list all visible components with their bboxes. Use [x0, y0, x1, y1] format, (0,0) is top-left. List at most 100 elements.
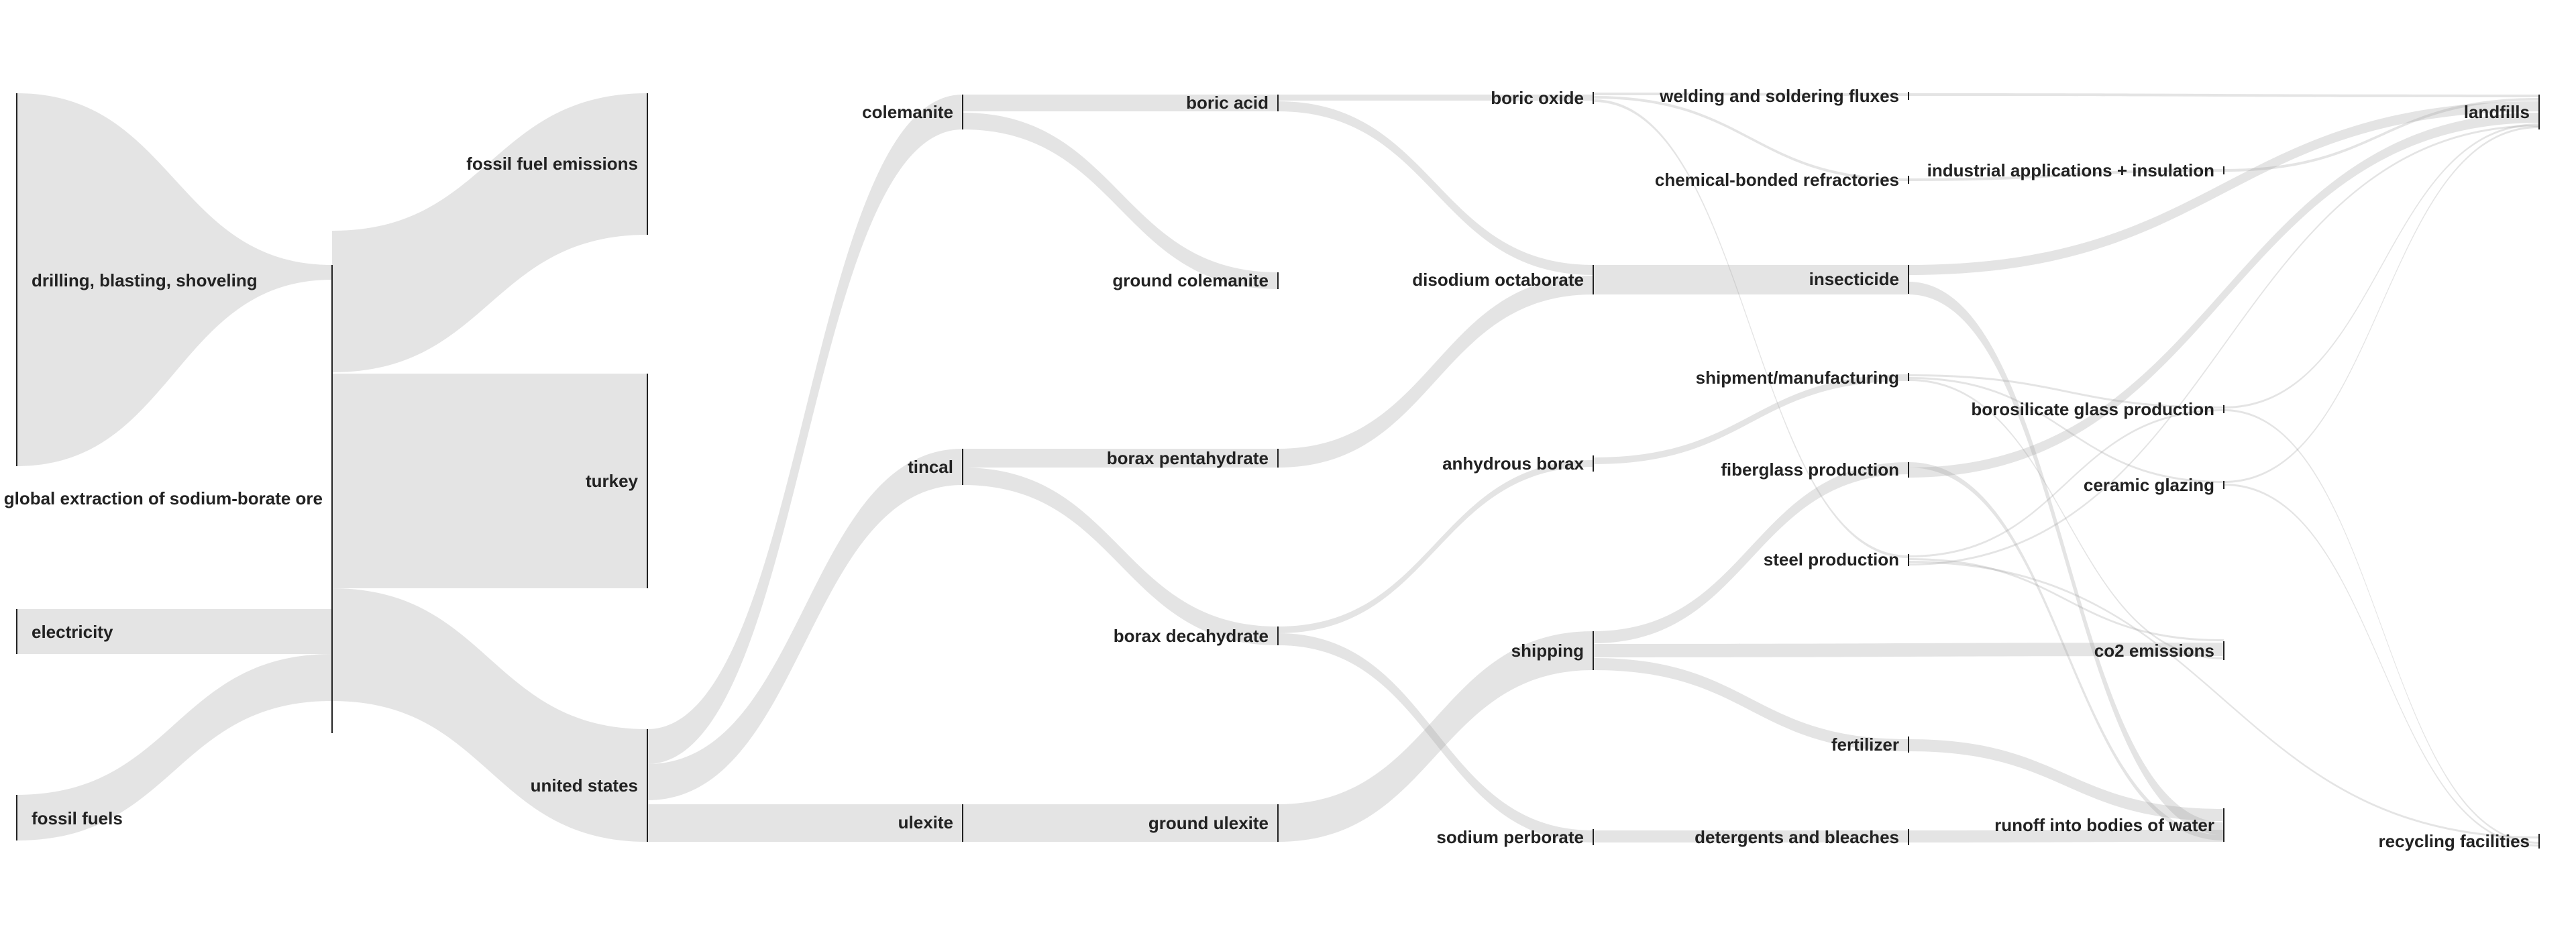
node-co2: co2 emissions — [2094, 641, 2224, 661]
node-label-runoff: runoff into bodies of water — [1994, 815, 2214, 835]
link-industrial-to-landfills — [2224, 98, 2539, 172]
node-bar-runoff — [2223, 808, 2224, 842]
node-bar-disodium — [1593, 265, 1594, 294]
node-bar-steel — [1908, 554, 1909, 566]
node-colemanite: colemanite — [862, 95, 963, 129]
node-label-electricity: electricity — [32, 622, 113, 642]
link-us-to-ulexite — [647, 804, 963, 842]
sankey-nodes: drilling, blasting, shovelingelectricity… — [4, 86, 2540, 851]
node-label-insecticide: insecticide — [1809, 269, 1899, 289]
link-boric_oxide-to-steel — [1593, 99, 1909, 558]
node-shipment-mfg: shipment/manufacturing — [1696, 368, 1909, 388]
link-shipment_mfg-to-ceramic — [1909, 377, 2224, 483]
node-detergents: detergents and bleaches — [1695, 827, 1909, 847]
node-bar-detergents — [1908, 829, 1909, 845]
node-bar-recycling — [2538, 834, 2540, 849]
node-bar-fossil-emissions — [647, 93, 648, 235]
node-tincal: tincal — [908, 449, 963, 485]
node-label-steel: steel production — [1764, 549, 1899, 569]
node-bar-ceramic — [2223, 481, 2224, 489]
node-label-fiberglass: fiberglass production — [1721, 459, 1899, 480]
node-boric-oxide: boric oxide — [1491, 88, 1594, 108]
node-label-shipping: shipping — [1511, 641, 1584, 661]
link-anhydrous-to-shipment_mfg — [1593, 374, 1909, 464]
link-steel-to-landfills — [1909, 125, 2539, 565]
node-label-disodium: disodium octaborate — [1412, 270, 1584, 290]
link-insecticide-to-runoff — [1909, 282, 2224, 835]
node-electricity: electricity — [16, 609, 113, 654]
node-label-global: global extraction of sodium-borate ore — [4, 488, 323, 508]
link-colemanite-to-ground_colemanite — [963, 113, 1278, 289]
node-bar-boric-oxide — [1593, 92, 1594, 104]
node-bar-drilling — [16, 93, 17, 466]
link-ceramic-to-landfills — [2224, 126, 2539, 483]
node-bar-shipping — [1593, 631, 1594, 670]
node-bar-ulexite — [962, 804, 963, 842]
link-global-to-turkey — [332, 374, 647, 588]
node-label-ulexite: ulexite — [898, 812, 953, 832]
node-label-turkey: turkey — [586, 471, 639, 491]
link-global-to-us — [332, 588, 647, 842]
link-borosilicate-to-landfills — [2224, 123, 2539, 409]
node-label-recycling: recycling facilities — [2379, 831, 2530, 851]
node-label-borosilicate: borosilicate glass production — [1971, 399, 2214, 419]
node-label-co2: co2 emissions — [2094, 641, 2214, 661]
node-label-industrial: industrial applications + insulation — [1927, 160, 2214, 180]
link-perborate-to-detergents — [1593, 830, 1909, 842]
node-label-us: united states — [531, 775, 638, 796]
node-borax-deca: borax decahydrate — [1114, 626, 1279, 646]
node-bar-tincal — [962, 449, 963, 485]
node-runoff: runoff into bodies of water — [1994, 808, 2224, 842]
node-bar-ground-colemanite — [1277, 272, 1279, 289]
node-borosilicate: borosilicate glass production — [1971, 399, 2224, 419]
node-label-colemanite: colemanite — [862, 102, 953, 122]
node-bar-anhydrous — [1593, 455, 1594, 472]
node-bar-industrial — [2223, 166, 2224, 174]
node-chem-refract: chemical-bonded refractories — [1655, 170, 1909, 190]
node-bar-fossil-fuels — [16, 795, 17, 840]
link-borax_deca-to-anhydrous — [1278, 460, 1593, 633]
node-shipping: shipping — [1511, 631, 1594, 670]
link-shipping-to-fiberglass — [1593, 462, 1909, 643]
node-recycling: recycling facilities — [2379, 831, 2540, 851]
node-label-ground-ulexite: ground ulexite — [1148, 813, 1269, 833]
link-boric_acid-to-disodium — [1278, 101, 1593, 275]
node-ulexite: ulexite — [898, 804, 963, 842]
node-bar-us — [647, 729, 648, 842]
node-bar-borax-deca — [1277, 627, 1279, 645]
link-steel-to-borosilicate — [1909, 409, 2224, 557]
link-borax_penta-to-disodium — [1278, 276, 1593, 468]
node-disodium: disodium octaborate — [1412, 265, 1594, 294]
link-tincal-to-borax_deca — [963, 468, 1278, 645]
node-bar-landfills — [2538, 95, 2540, 129]
node-ground-colemanite: ground colemanite — [1112, 270, 1279, 290]
node-label-ceramic: ceramic glazing — [2084, 475, 2214, 495]
link-insecticide-to-landfills — [1909, 101, 2539, 275]
node-label-boric-acid: boric acid — [1186, 93, 1269, 113]
link-ground_ulexite-to-shipping — [1278, 631, 1593, 842]
node-ground-ulexite: ground ulexite — [1148, 804, 1279, 842]
link-fiberglass-to-runoff — [1909, 462, 2224, 840]
link-shipping-to-co2 — [1593, 643, 2224, 657]
link-borosilicate-to-recycling — [2224, 409, 2539, 844]
node-landfills: landfills — [2464, 95, 2540, 129]
link-drilling-to-global — [17, 93, 332, 466]
node-label-detergents: detergents and bleaches — [1695, 827, 1899, 847]
node-label-borax-penta: borax pentahydrate — [1107, 448, 1269, 468]
link-fossil_fuels-to-global — [17, 654, 332, 840]
node-bar-fertilizer — [1908, 737, 1909, 753]
node-ceramic: ceramic glazing — [2084, 475, 2224, 495]
node-label-boric-oxide: boric oxide — [1491, 88, 1584, 108]
node-borax-penta: borax pentahydrate — [1107, 448, 1279, 468]
node-fossil-emissions: fossil fuel emissions — [466, 93, 648, 235]
node-bar-global — [331, 265, 333, 733]
link-chem_refract-to-industrial — [1909, 169, 2224, 181]
link-boric_acid-to-boric_oxide — [1278, 95, 1593, 101]
node-bar-co2 — [2223, 641, 2224, 660]
node-fertilizer: fertilizer — [1831, 734, 1909, 755]
link-electricity-to-global — [17, 609, 332, 654]
node-bar-borosilicate — [2223, 405, 2224, 413]
node-bar-fiberglass — [1908, 462, 1909, 478]
link-ceramic-to-recycling — [2224, 484, 2539, 847]
